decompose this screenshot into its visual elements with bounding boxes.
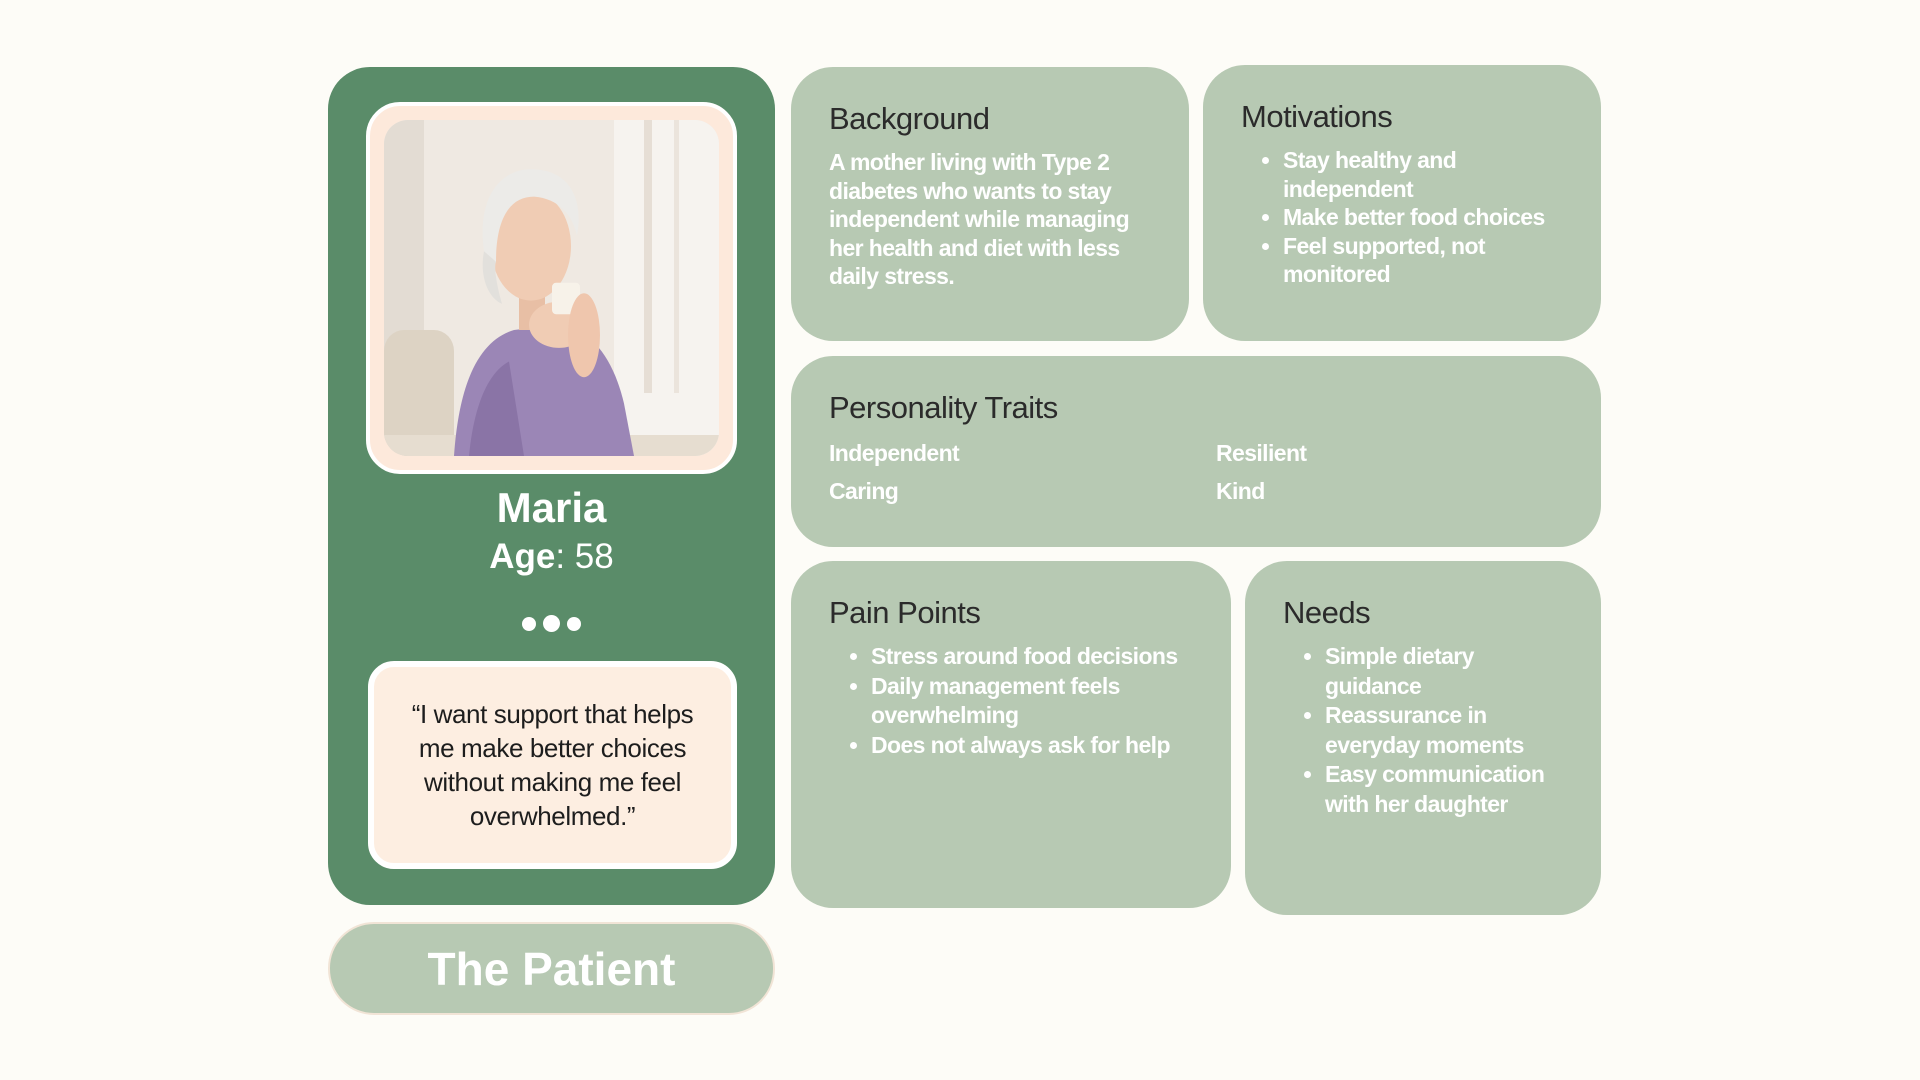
persona-name: Maria xyxy=(496,484,607,531)
list-item: Stress around food decisions xyxy=(871,642,1195,672)
list-item: Reassurance in everyday moments xyxy=(1325,701,1565,760)
trait: Caring xyxy=(829,478,899,504)
age-label: Age xyxy=(489,537,556,576)
motivations-card: Motivations Stay healthy and independent… xyxy=(1203,65,1601,341)
trait: Resilient xyxy=(1216,440,1307,466)
dot xyxy=(522,616,536,631)
persona-quote: “I want support that helps me make bette… xyxy=(411,699,694,831)
persona-age: Age: 58 xyxy=(328,539,775,574)
photo-frame xyxy=(366,102,737,474)
dot xyxy=(567,616,581,631)
dots-divider xyxy=(328,615,775,632)
profile-card: Maria Age: 58 “I want support that helps… xyxy=(328,67,775,905)
list-item: Easy communication with her daughter xyxy=(1325,760,1565,819)
role-label: The Patient xyxy=(328,922,775,1015)
needs-list: Simple dietary guidance Reassurance in e… xyxy=(1283,642,1565,819)
list-item: Make better food choices xyxy=(1283,203,1565,232)
list-item: Daily management feels overwhelming xyxy=(871,672,1195,731)
needs-card: Needs Simple dietary guidance Reassuranc… xyxy=(1245,561,1601,915)
dot xyxy=(543,615,560,632)
background-text: A mother living with Type 2 diabetes who… xyxy=(829,149,1130,289)
person-photo-icon xyxy=(384,120,719,456)
background-title: Background xyxy=(829,101,990,136)
personality-title: Personality Traits xyxy=(829,390,1058,425)
quote-box: “I want support that helps me make bette… xyxy=(368,661,737,869)
trait: Independent xyxy=(829,440,960,466)
motivations-list: Stay healthy and independent Make better… xyxy=(1241,146,1565,289)
pain-points-list: Stress around food decisions Daily manag… xyxy=(829,642,1195,760)
age-value: : 58 xyxy=(555,537,614,576)
personality-card: Personality Traits Independent Resilient… xyxy=(791,356,1601,547)
needs-title: Needs xyxy=(1283,595,1371,630)
background-card: Background A mother living with Type 2 d… xyxy=(791,67,1189,341)
list-item: Stay healthy and independent xyxy=(1283,146,1565,203)
motivations-title: Motivations xyxy=(1241,99,1393,134)
pain-points-title: Pain Points xyxy=(829,595,981,630)
traits-grid: Independent Resilient Caring Kind xyxy=(829,439,1565,505)
trait: Kind xyxy=(1216,478,1265,504)
pain-points-card: Pain Points Stress around food decisions… xyxy=(791,561,1231,908)
list-item: Feel supported, not monitored xyxy=(1283,232,1565,289)
list-item: Does not always ask for help xyxy=(871,731,1195,761)
list-item: Simple dietary guidance xyxy=(1325,642,1565,701)
